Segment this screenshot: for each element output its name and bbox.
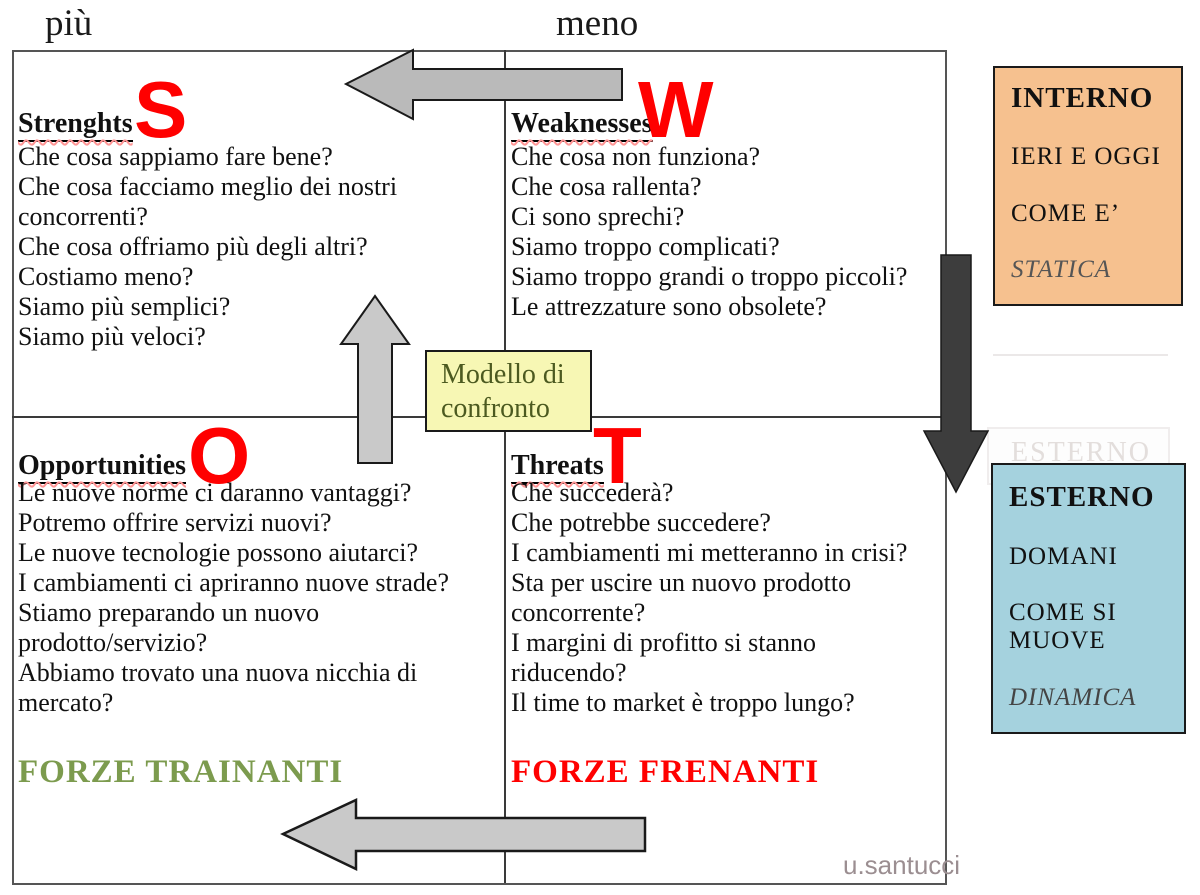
interno-title: INTERNO <box>1011 82 1154 114</box>
opportunities-title: Opportunities <box>18 450 187 484</box>
panel-interno: INTERNO IERI E OGGI COME E’ STATICA <box>993 66 1183 306</box>
question-line: Ci sono sprechi? <box>511 202 685 231</box>
esterno-ghost-label: ESTERNO <box>1011 437 1151 468</box>
scale-label-piu: più <box>45 3 93 44</box>
scale-label-meno: meno <box>556 3 639 44</box>
question-line: I cambiamenti mi metteranno in crisi? <box>511 538 908 567</box>
weaknesses-questions: Che cosa non funziona? Che cosa rallenta… <box>511 142 935 322</box>
question-line: Che potrebbe succedere? <box>511 508 771 537</box>
question-line: Le attrezzature sono obsolete? <box>511 292 827 321</box>
question-line: I margini di profitto si stanno riducend… <box>511 628 816 687</box>
strengths-title: Strenghts <box>18 108 133 142</box>
threats-letter: T <box>593 411 642 500</box>
question-line: Sta per uscire un nuovo prodotto concorr… <box>511 568 852 627</box>
footer-forze-frenanti: FORZE FRENANTI <box>511 754 820 790</box>
strengths-letter: S <box>134 65 188 154</box>
model-box-label: Modello di confronto <box>441 359 565 424</box>
opportunities-questions: Le nuove norme ci daranno vantaggi? Potr… <box>18 478 502 718</box>
esterno-title: ESTERNO <box>1009 481 1155 513</box>
question-line: Che cosa offriamo più degli altri? <box>18 232 368 261</box>
question-line: Le nuove tecnologie possono aiutarci? <box>18 538 418 567</box>
interno-line-ieri-e-oggi: IERI E OGGI <box>1011 143 1161 171</box>
question-line: Che succederà? <box>511 478 674 507</box>
question-line: Costiamo meno? <box>18 262 194 291</box>
question-line: Che cosa sappiamo fare bene? <box>18 142 333 171</box>
question-line: Che cosa non funziona? <box>511 142 761 171</box>
grid-vertical-divider <box>504 50 506 883</box>
footer-forze-trainanti: FORZE TRAINANTI <box>18 754 344 790</box>
opportunities-letter: O <box>188 411 251 500</box>
interno-line-come-e: COME E’ <box>1011 199 1121 227</box>
interno-line-statica: STATICA <box>1011 255 1112 283</box>
weaknesses-letter: W <box>638 65 714 154</box>
question-line: Siamo più veloci? <box>18 322 206 351</box>
question-line: Siamo troppo complicati? <box>511 232 780 261</box>
question-line: Siamo troppo grandi o troppo piccoli? <box>511 262 908 291</box>
center-model-box: Modello di confronto <box>425 350 592 432</box>
panel-esterno: ESTERNO DOMANI COME SI MUOVE DINAMICA <box>991 463 1186 734</box>
swot-grid <box>12 50 947 885</box>
esterno-line-come-si-muove: COME SI MUOVE <box>1009 599 1117 655</box>
question-line: I cambiamenti ci apriranno nuove strade? <box>18 568 449 597</box>
threats-questions: Che succederà? Che potrebbe succedere? I… <box>511 478 935 718</box>
side-separator-line <box>993 354 1168 356</box>
question-line: Stiamo preparando un nuovo prodotto/serv… <box>18 598 320 657</box>
question-line: Siamo più semplici? <box>18 292 231 321</box>
watermark-author: u.santucci <box>843 850 961 880</box>
question-line: Abbiamo trovato una nuova nicchia di mer… <box>18 658 418 717</box>
strengths-questions: Che cosa sappiamo fare bene? Che cosa fa… <box>18 142 502 352</box>
question-line: Il time to market è troppo lungo? <box>511 688 855 717</box>
esterno-line-domani: DOMANI <box>1009 542 1118 570</box>
question-line: Potremo offrire servizi nuovi? <box>18 508 332 537</box>
esterno-line-dinamica: DINAMICA <box>1009 683 1137 711</box>
question-line: Che cosa rallenta? <box>511 172 702 201</box>
weaknesses-title: Weaknesses <box>511 108 653 142</box>
threats-title: Threats <box>511 450 604 484</box>
question-line: Le nuove norme ci daranno vantaggi? <box>18 478 412 507</box>
question-line: Che cosa facciamo meglio dei nostri conc… <box>18 172 398 231</box>
